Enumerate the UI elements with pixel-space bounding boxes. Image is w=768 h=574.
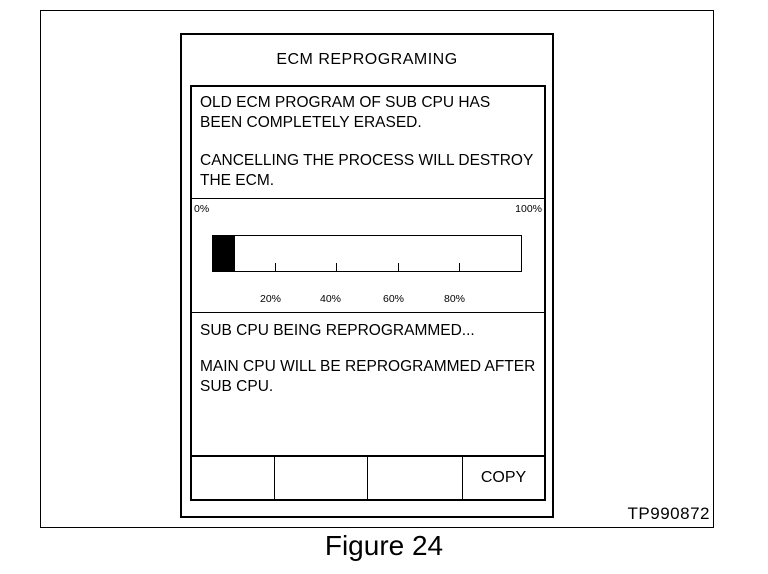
progress-bar-fill: [213, 236, 235, 271]
softkey-3[interactable]: [368, 457, 463, 499]
progress-label-end: 100%: [515, 203, 542, 215]
sub-cpu-status: SUB CPU BEING REPROGRAMMED...: [200, 322, 475, 339]
progress-section: 0% 100% 20% 40% 60% 80%: [192, 199, 544, 313]
progress-tick-20: [274, 263, 276, 271]
figure-code: TP990872: [627, 504, 710, 523]
progress-bar: [212, 235, 522, 272]
softkey-row: COPY: [192, 457, 544, 499]
figure-frame: [40, 10, 714, 528]
softkey-1[interactable]: [192, 457, 275, 499]
progress-label-start: 0%: [194, 203, 210, 215]
copy-button[interactable]: COPY: [480, 469, 527, 486]
progress-tick-80: [459, 263, 461, 271]
figure-caption: Figure 24: [324, 530, 444, 561]
screen-title: ECM REPROGRAMING: [276, 51, 458, 68]
erased-notice: OLD ECM PROGRAM OF SUB CPU HAS BEEN COMP…: [200, 94, 491, 131]
tester-device: ECM REPROGRAMING OLD ECM PROGRAM OF SUB …: [180, 33, 554, 518]
status-message: SUB CPU BEING REPROGRAMMED... MAIN CPU W…: [192, 313, 544, 457]
progress-tick-60: [397, 263, 399, 271]
progress-tick-40: [336, 263, 338, 271]
progress-tick-label-40: 40%: [320, 293, 342, 305]
progress-tick-label-20: 20%: [260, 293, 282, 305]
progress-tick-label-60: 60%: [383, 293, 405, 305]
warning-message: OLD ECM PROGRAM OF SUB CPU HAS BEEN COMP…: [192, 87, 544, 199]
main-cpu-status: MAIN CPU WILL BE REPROGRAMMED AFTER SUB …: [200, 358, 536, 395]
cancel-warning: CANCELLING THE PROCESS WILL DESTROY THE …: [200, 152, 534, 189]
progress-tick-label-80: 80%: [444, 293, 466, 305]
softkey-2[interactable]: [275, 457, 368, 499]
tester-screen: OLD ECM PROGRAM OF SUB CPU HAS BEEN COMP…: [190, 85, 546, 501]
